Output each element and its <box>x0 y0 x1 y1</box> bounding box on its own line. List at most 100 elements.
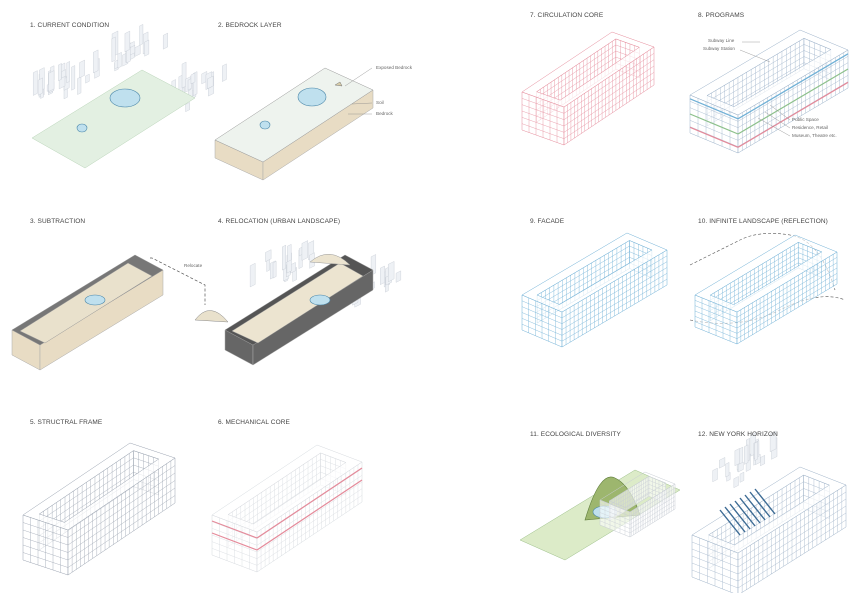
leader-line <box>351 102 373 105</box>
facade-end-face-rail <box>521 318 563 336</box>
horizon-frame-inner-wall-rail <box>708 481 804 542</box>
mechanical-core-end-face-rail <box>211 521 258 539</box>
building <box>739 471 745 483</box>
annotation-relocate: Relocate <box>184 263 203 268</box>
building <box>222 63 227 82</box>
mechanical-core-band <box>256 479 363 551</box>
building <box>144 39 150 57</box>
building <box>760 455 765 467</box>
programs-frame-band <box>737 68 849 135</box>
infinite-landscape-end-face-rail <box>694 300 738 318</box>
circulation-core-end-face-rail <box>521 117 565 133</box>
annotation-museum-theatre: Museum, Theatre etc. <box>792 133 837 138</box>
infinite-landscape-inner-wall-rail <box>710 252 799 306</box>
horizon-streak <box>739 497 761 524</box>
horizon-frame-end-face-rail <box>691 562 739 582</box>
horizon-frame-long-face-rail <box>737 512 847 582</box>
structural-frame-end-face-rail <box>22 537 69 553</box>
mechanical-core-band <box>211 532 258 551</box>
bedrock-block-top <box>214 67 374 163</box>
circulation-core-end-face-rail <box>521 104 565 120</box>
structural-frame-end-face-rail <box>22 552 69 568</box>
annotation-soil: Soil <box>376 100 384 105</box>
building <box>738 461 744 473</box>
programs-frame-top-ring <box>689 29 849 116</box>
structural-frame-long-face-rail <box>67 465 176 538</box>
building <box>61 69 66 79</box>
horizon-streak <box>719 509 741 536</box>
exposed-bedrock <box>334 81 343 87</box>
annotation-bedrock: Bedrock <box>376 111 393 116</box>
horizon-streak <box>724 506 746 533</box>
structural-frame-end-face-rail <box>22 544 69 561</box>
annotation-residence-retail: Residence, Retail <box>792 125 829 130</box>
building <box>124 30 130 53</box>
programs-frame-inner-wall-rail <box>707 44 805 102</box>
programs-frame-band <box>737 53 849 120</box>
ecology-frame-end-face-rail <box>599 512 631 525</box>
annotation-public-space: Public Space <box>792 117 819 122</box>
ecology-frame-inner-wall-rail <box>609 480 650 506</box>
panel-12-title: 12. NEW YORK HORIZON <box>698 431 778 438</box>
facade-long-face-rail <box>561 255 668 319</box>
building <box>111 36 116 63</box>
programs-frame-long-face-rail <box>737 75 849 141</box>
building <box>380 265 385 285</box>
facade-long-face-rail <box>561 273 668 336</box>
horizon-frame-end-face-rail <box>691 569 739 589</box>
reservoir <box>109 88 141 108</box>
building <box>33 70 38 96</box>
mound <box>309 254 351 266</box>
horizon-streak <box>729 503 751 530</box>
building <box>395 270 401 283</box>
leader-line <box>344 67 373 87</box>
panel-2-title: 2. BEDROCK LAYER <box>218 22 282 29</box>
building <box>733 476 739 488</box>
circulation-core-long-face-rail <box>563 53 655 114</box>
programs-frame-band <box>737 81 849 148</box>
building <box>725 462 730 478</box>
building <box>85 73 90 84</box>
circulation-core-end-face-rail <box>521 110 565 127</box>
programs-frame-end-face-rail <box>689 107 739 128</box>
structural-frame-long-face-rail <box>67 472 176 546</box>
programs-frame-inner-wall-rail <box>707 50 805 108</box>
ecology-frame-inner-wall-rail <box>609 484 650 510</box>
horizon-streak <box>744 494 766 521</box>
building <box>93 49 99 74</box>
circulation-core-top-ring <box>521 31 655 108</box>
building <box>139 24 144 46</box>
building <box>66 61 70 84</box>
mechanical-core-end-face-rail <box>211 534 258 553</box>
building <box>117 52 122 69</box>
ecology-frame-long-face-rail <box>629 487 676 517</box>
circulation-core-long-face-rail <box>563 59 655 120</box>
lake <box>84 294 106 306</box>
building <box>185 102 190 112</box>
ecology-frame-long-face-rail <box>629 492 676 521</box>
building <box>301 240 308 261</box>
horizon-frame-long-face-rail <box>737 505 847 575</box>
ecology-frame-end-face-rail <box>599 503 631 517</box>
facade-end-face-rail <box>521 300 563 319</box>
leader-line <box>764 111 791 129</box>
horizon-frame-end-face-rail <box>691 541 739 561</box>
landscape-cavity <box>231 262 364 344</box>
building <box>754 441 758 461</box>
lake <box>309 294 331 306</box>
infinite-landscape-long-face-rail <box>736 273 838 334</box>
structural-frame-inner-wall-rail <box>39 464 134 529</box>
programs-frame-band <box>689 113 739 135</box>
horizon-frame-end-face-rail <box>691 548 739 568</box>
circulation-core-long-face-rail <box>563 78 655 139</box>
building <box>282 244 286 271</box>
pond <box>259 120 271 130</box>
facade-end-face-rail <box>521 306 563 324</box>
horizon-frame-long-face-rail <box>737 491 847 561</box>
circulation-core-end-face-rail <box>521 123 565 139</box>
structural-frame-long-face-rail <box>67 487 176 561</box>
structural-frame-end-face-rail <box>22 522 69 538</box>
building <box>734 448 740 467</box>
exposed-rock-cavity <box>19 262 153 344</box>
building <box>201 71 208 85</box>
